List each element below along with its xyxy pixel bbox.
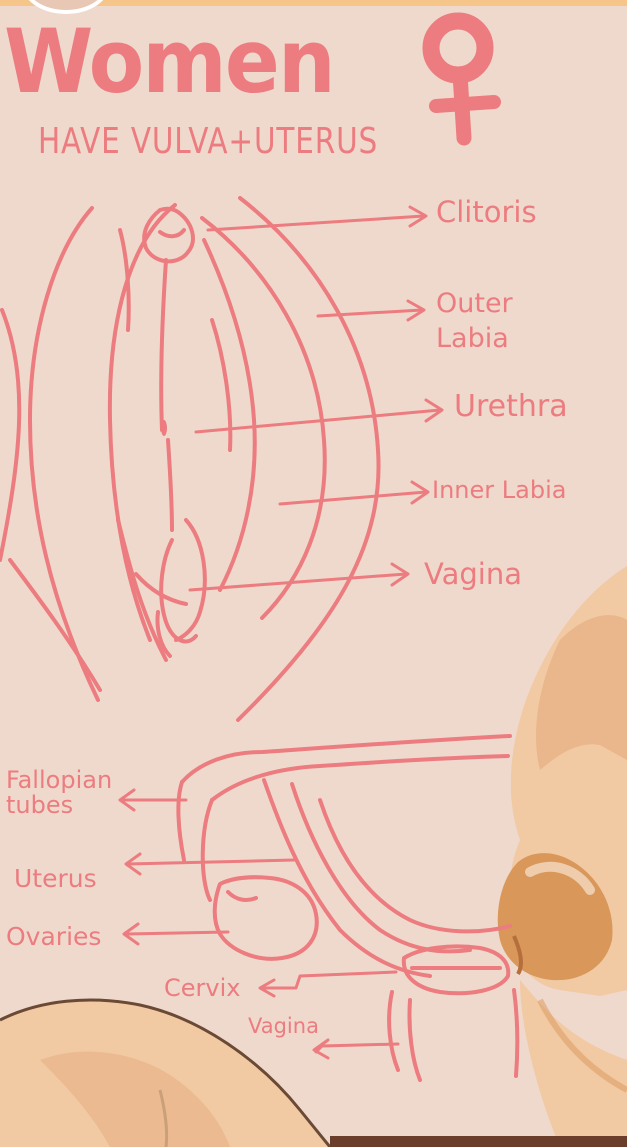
label-inner-labia: Inner Labia	[432, 478, 566, 502]
arrow-ovaries	[126, 932, 228, 934]
label-urethra: Urethra	[454, 392, 568, 422]
label-outer-labia: Outer Labia	[436, 286, 566, 356]
arrow-clitoris	[208, 216, 424, 230]
label-cervix: Cervix	[164, 976, 240, 1000]
arrow-inner-labia	[280, 492, 426, 504]
label-vagina-vulva: Vagina	[424, 560, 522, 589]
arrow-vagina-low	[316, 1044, 398, 1052]
arrow-outer-labia	[318, 310, 422, 316]
label-uterus: Uterus	[14, 866, 97, 891]
arrow-uterus	[128, 860, 294, 864]
label-clitoris: Clitoris	[436, 198, 537, 227]
arrow-urethra	[196, 410, 440, 432]
label-fallopian-tubes: Fallopian tubes	[6, 768, 118, 818]
label-ovaries: Ovaries	[6, 924, 101, 949]
vulva-drawing	[0, 198, 379, 720]
label-vagina-uterus: Vagina	[248, 1016, 319, 1037]
arrow-cervix	[262, 972, 396, 988]
uterus-drawing	[178, 736, 517, 1080]
